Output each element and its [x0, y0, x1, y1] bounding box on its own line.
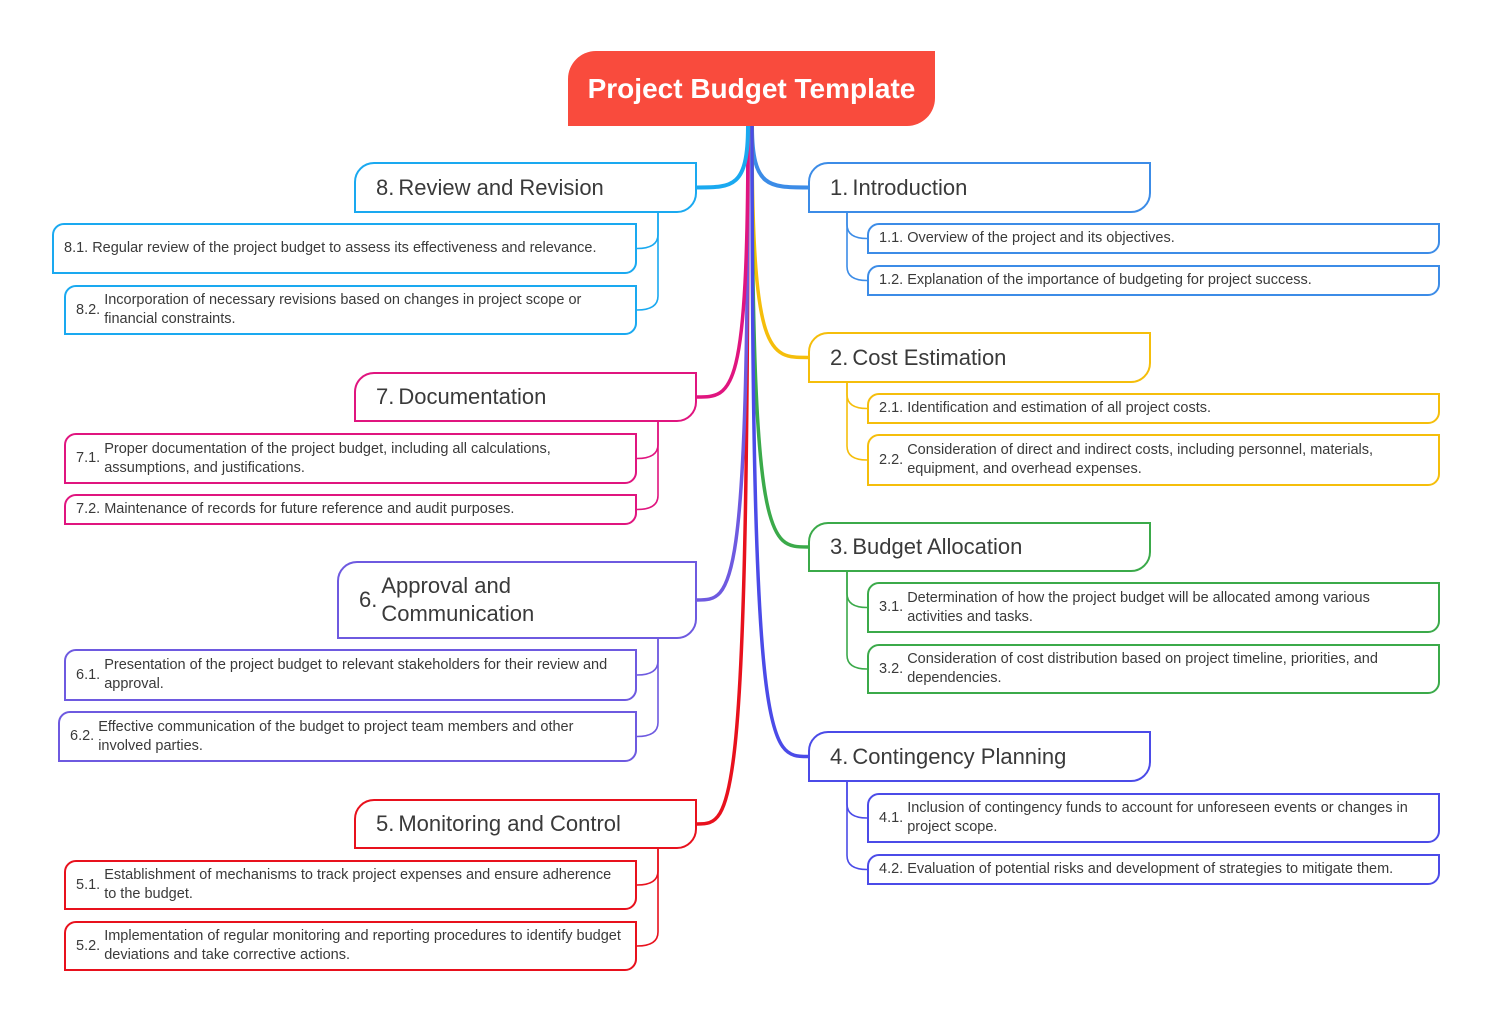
subtopic-connector [846, 383, 868, 461]
subtopic-number: 6.1. [76, 666, 101, 683]
subtopic-number: 3.1. [879, 599, 904, 615]
subtopic-3-2[interactable]: 3.2.Consideration of cost distribution b… [867, 644, 1440, 694]
subtopic-1-1[interactable]: 1.1.Overview of the project and its obje… [867, 223, 1440, 254]
subtopic-8-1[interactable]: 8.1.Regular review of the project budget… [52, 223, 637, 274]
subtopic-5-2[interactable]: 5.2.Implementation of regular monitoring… [64, 921, 637, 971]
subtopic-2-1[interactable]: 2.1.Identification and estimation of all… [867, 393, 1440, 424]
branch-topic-4[interactable]: 4.Contingency Planning [808, 731, 1151, 782]
branch-number: 1. [830, 174, 849, 200]
subtopic-number: 8.1. [64, 240, 89, 256]
branch-label: Cost Estimation [852, 344, 1007, 370]
subtopic-number: 8.2. [76, 301, 101, 318]
branch-topic-3[interactable]: 3.Budget Allocation [808, 522, 1151, 572]
subtopic-connector [846, 383, 868, 410]
subtopic-text: Proper documentation of the project budg… [104, 440, 551, 476]
subtopic-connector [636, 639, 659, 738]
branch-topic-5[interactable]: 5.Monitoring and Control [354, 799, 697, 849]
subtopic-1-2[interactable]: 1.2.Explanation of the importance of bud… [867, 265, 1440, 296]
subtopic-text: Effective communication of the budget to… [98, 718, 574, 754]
subtopic-text: Consideration of direct and indirect cos… [907, 442, 1374, 477]
branch-connector [750, 125, 809, 190]
subtopic-text: Determination of how the project budget … [907, 589, 1370, 625]
subtopic-7-2[interactable]: 7.2.Maintenance of records for future re… [64, 494, 637, 525]
subtopic-number: 2.2. [879, 451, 904, 468]
subtopic-4-1[interactable]: 4.1.Inclusion of contingency funds to ac… [867, 793, 1440, 843]
subtopic-8-2[interactable]: 8.2.Incorporation of necessary revisions… [64, 285, 637, 335]
subtopic-5-1[interactable]: 5.1.Establishment of mechanisms to track… [64, 860, 637, 910]
branch-connector [750, 125, 809, 360]
branch-label: Contingency Planning [852, 743, 1067, 769]
subtopic-connector [636, 422, 659, 511]
subtopic-number: 6.2. [70, 728, 95, 744]
subtopic-text: Presentation of the project budget to re… [104, 657, 608, 692]
branch-connector [750, 125, 809, 759]
subtopic-number: 2.1. [879, 400, 904, 416]
subtopic-6-1[interactable]: 6.1.Presentation of the project budget t… [64, 649, 637, 701]
subtopic-6-2[interactable]: 6.2.Effective communication of the budge… [58, 711, 637, 762]
subtopic-number: 7.2. [76, 501, 101, 517]
subtopic-connector [846, 213, 868, 282]
branch-topic-7[interactable]: 7.Documentation [354, 372, 697, 422]
subtopic-number: 7.1. [76, 450, 101, 466]
branch-number: 5. [376, 811, 395, 836]
subtopic-number: 4.1. [879, 809, 904, 826]
branch-label: Approval and Communication [381, 573, 535, 626]
subtopic-connector [636, 213, 659, 250]
subtopic-connector [636, 422, 659, 460]
subtopic-text: Establishment of mechanisms to track pro… [104, 867, 612, 902]
branch-topic-1[interactable]: 1.Introduction [808, 162, 1151, 213]
branch-label: Documentation [398, 384, 547, 409]
subtopic-connector [846, 213, 868, 240]
subtopic-connector [846, 782, 868, 819]
branch-number: 2. [830, 344, 849, 370]
branch-label: Budget Allocation [852, 534, 1023, 559]
branch-topic-8[interactable]: 8.Review and Revision [354, 162, 697, 213]
subtopic-connector [846, 782, 868, 871]
root-title: Project Budget Template [587, 72, 916, 104]
subtopic-3-1[interactable]: 3.1.Determination of how the project bud… [867, 582, 1440, 633]
branch-number: 8. [376, 174, 395, 200]
branch-number: 3. [830, 534, 849, 559]
subtopic-connector [636, 849, 659, 886]
subtopic-text: Evaluation of potential risks and develo… [907, 861, 1394, 877]
branch-connector [696, 125, 750, 399]
subtopic-text: Maintenance of records for future refere… [104, 501, 515, 517]
subtopic-number: 3.2. [879, 660, 904, 677]
branch-label: Monitoring and Control [398, 811, 621, 836]
subtopic-number: 1.2. [879, 272, 904, 288]
subtopic-connector [846, 572, 868, 670]
subtopic-7-1[interactable]: 7.1.Proper documentation of the project … [64, 433, 637, 484]
branch-topic-2[interactable]: 2.Cost Estimation [808, 332, 1151, 383]
branch-label: Introduction [852, 174, 968, 200]
subtopic-text: Identification and estimation of all pro… [907, 400, 1212, 416]
branch-label: Review and Revision [398, 174, 604, 200]
subtopic-text: Incorporation of necessary revisions bas… [104, 292, 582, 327]
branch-connector [696, 125, 750, 190]
subtopic-text: Overview of the project and its objectiv… [907, 230, 1175, 246]
branch-number: 6. [359, 587, 378, 612]
subtopic-text: Consideration of cost distribution based… [907, 651, 1378, 686]
subtopic-text: Inclusion of contingency funds to accoun… [907, 800, 1408, 835]
subtopic-connector [636, 849, 659, 947]
subtopic-text: Explanation of the importance of budgeti… [907, 272, 1312, 288]
root-topic[interactable]: Project Budget Template [568, 51, 935, 126]
branch-topic-6[interactable]: 6.Approval and Communication [337, 561, 697, 639]
subtopic-4-2[interactable]: 4.2.Evaluation of potential risks and de… [867, 854, 1440, 885]
subtopic-connector [846, 572, 868, 609]
subtopic-connector [636, 639, 659, 676]
subtopic-number: 1.1. [879, 230, 904, 246]
branch-number: 7. [376, 384, 395, 409]
subtopic-number: 5.2. [76, 937, 101, 954]
branch-connector [696, 125, 750, 602]
branch-number: 4. [830, 743, 849, 769]
subtopic-number: 5.1. [76, 876, 101, 893]
subtopic-text: Regular review of the project budget to … [92, 240, 597, 256]
subtopic-number: 4.2. [879, 861, 904, 877]
subtopic-text: Implementation of regular monitoring and… [104, 928, 621, 963]
subtopic-2-2[interactable]: 2.2.Consideration of direct and indirect… [867, 434, 1440, 486]
subtopic-connector [636, 213, 659, 311]
